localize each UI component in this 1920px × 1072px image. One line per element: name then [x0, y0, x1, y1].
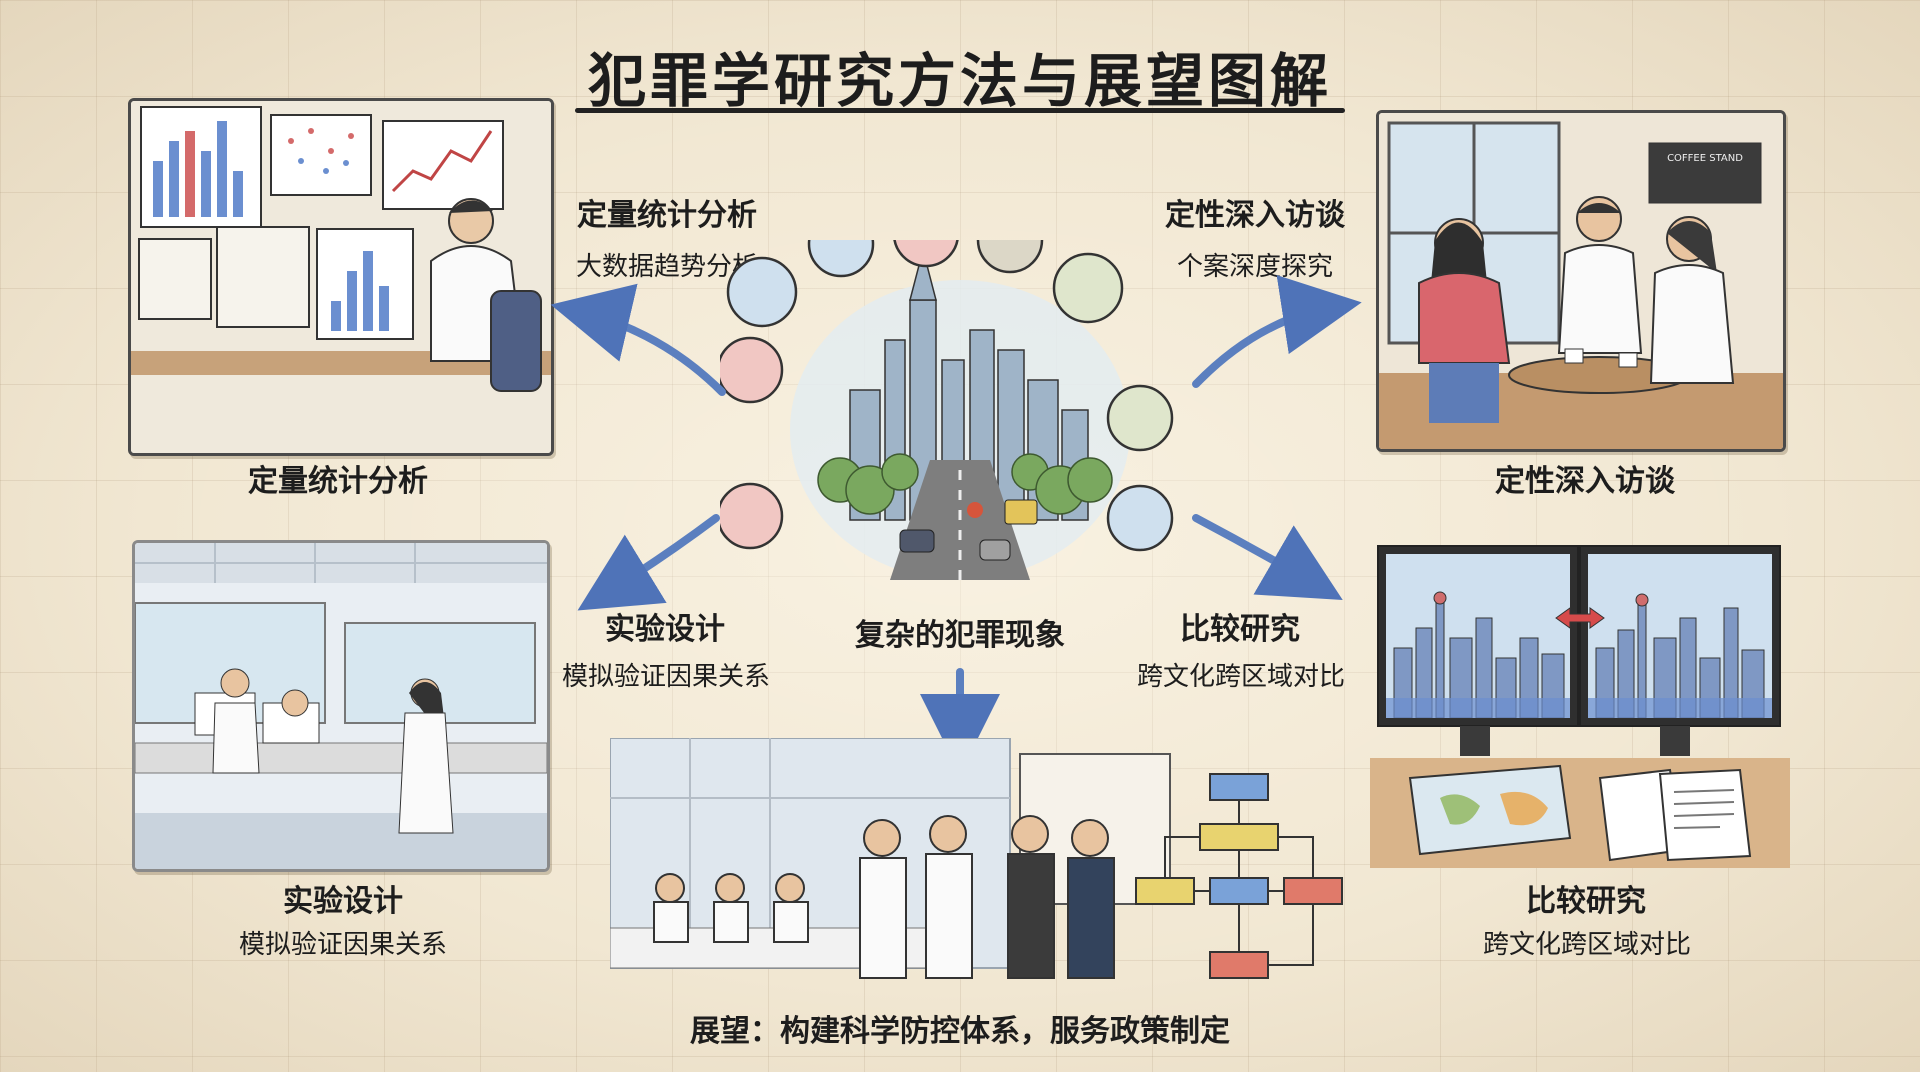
compare-title: 比较研究: [1180, 612, 1300, 647]
center-label: 复杂的犯罪现象: [855, 618, 1065, 653]
central-crime-illustration: [720, 240, 1200, 580]
outlook-illustration: [610, 738, 1350, 990]
quant-title: 定量统计分析: [577, 198, 757, 233]
icon-ring: [720, 240, 1200, 580]
experiment-caption-subtitle: 模拟验证因果关系: [238, 930, 447, 960]
compare-caption-subtitle: 跨文化跨区域对比: [1482, 930, 1691, 960]
experiment-subtitle: 模拟验证因果关系: [561, 662, 770, 692]
compare-subtitle: 跨文化跨区域对比: [1136, 662, 1345, 692]
experiment-caption-title: 实验设计: [283, 884, 403, 919]
page-title: 犯罪学研究方法与展望图解: [587, 47, 1332, 115]
quant-illustration: [128, 98, 554, 456]
coffee-sign-text: COFFEE STAND: [1667, 153, 1743, 164]
qual-caption: 定性深入访谈: [1495, 464, 1675, 499]
title-underline: [575, 108, 1345, 113]
experiment-illustration: [132, 540, 550, 872]
experiment-title: 实验设计: [605, 612, 725, 647]
qual-title: 定性深入访谈: [1165, 198, 1345, 233]
compare-illustration: [1370, 538, 1790, 868]
qual-illustration: COFFEE STAND: [1376, 110, 1786, 452]
quant-caption: 定量统计分析: [248, 464, 428, 499]
outlook-text: 展望：构建科学防控体系，服务政策制定: [690, 1014, 1230, 1049]
quant-subtitle: 大数据趋势分析: [575, 252, 758, 282]
compare-caption-title: 比较研究: [1526, 884, 1646, 919]
